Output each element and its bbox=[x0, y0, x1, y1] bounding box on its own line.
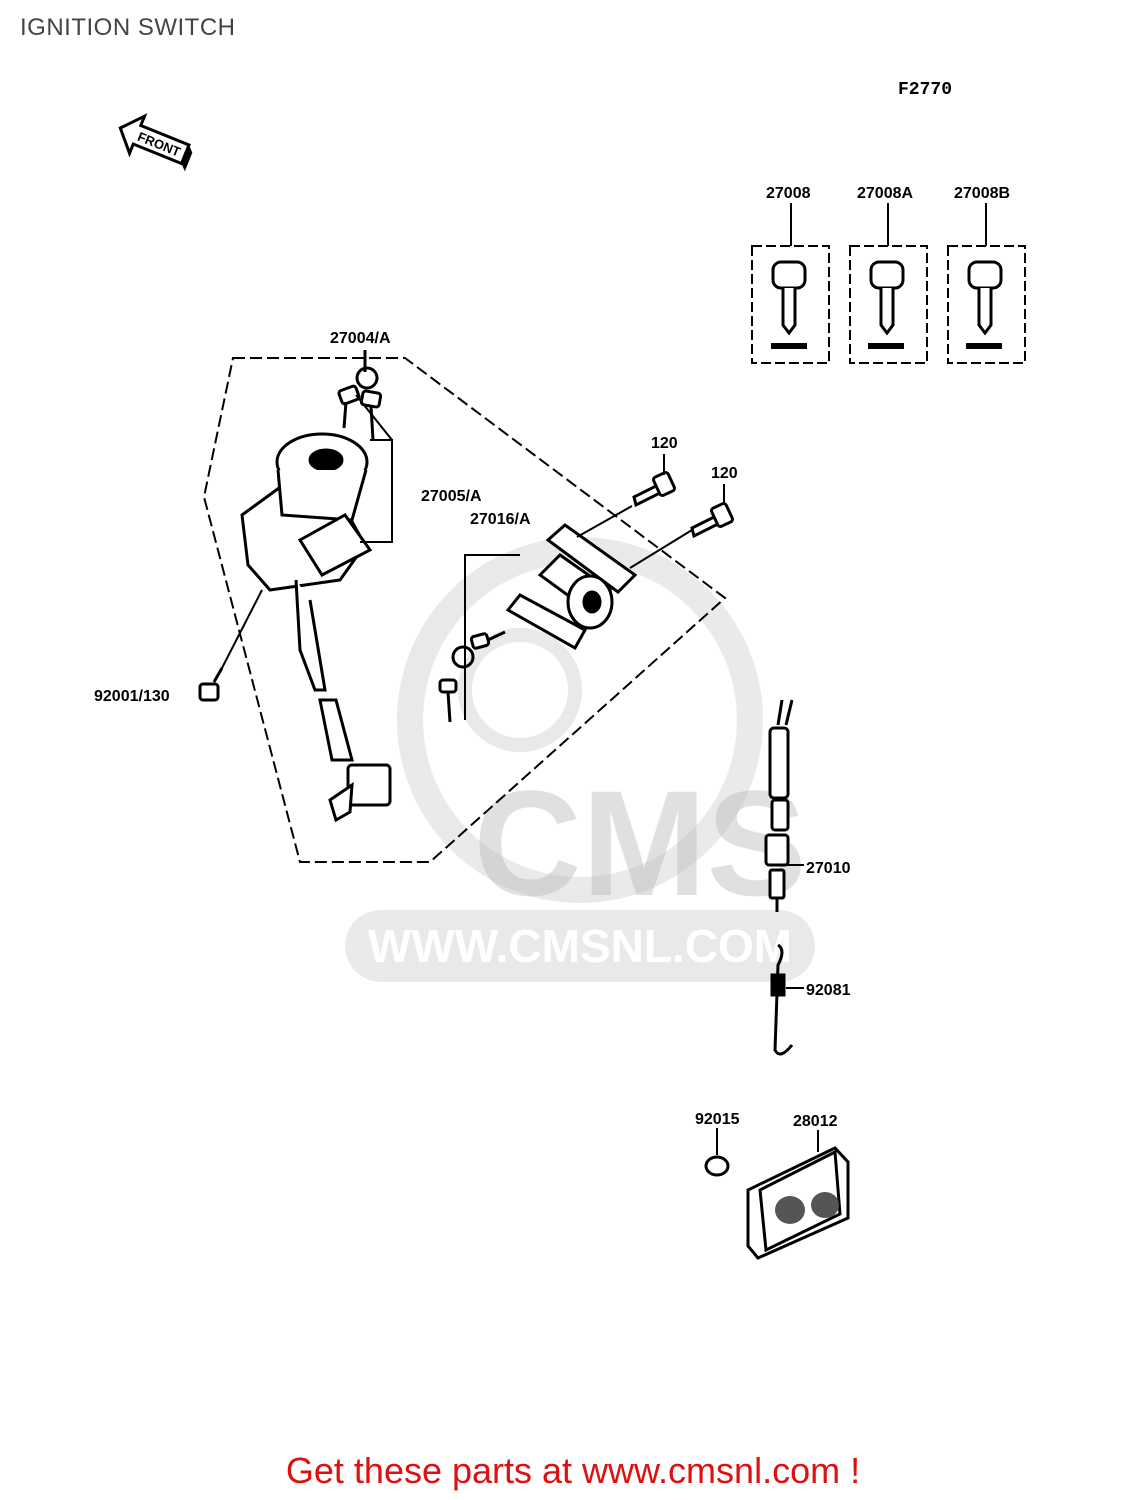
keys-27004a bbox=[337, 350, 383, 441]
part-label-92081: 92081 bbox=[806, 982, 851, 999]
screw-92001-130 bbox=[198, 589, 263, 702]
assembly-outline bbox=[202, 357, 727, 863]
part-label-92001-130: 92001/130 bbox=[94, 688, 170, 705]
switch-27010 bbox=[764, 699, 804, 912]
parts-diagram: CMS WWW.CMSNL.COM F2770 FRONT bbox=[94, 80, 1026, 1260]
page-title: IGNITION SWITCH bbox=[20, 14, 236, 41]
part-label-27005a: 27005/A bbox=[421, 488, 482, 505]
key-27008b bbox=[947, 203, 1026, 364]
part-label-27016a: 27016/A bbox=[470, 511, 531, 528]
spring-92081 bbox=[770, 943, 804, 1056]
part-label-120-lower: 120 bbox=[711, 465, 738, 482]
part-label-27004a: 27004/A bbox=[330, 330, 391, 347]
watermark-brand: CMS bbox=[473, 759, 806, 927]
part-label-27008b: 27008B bbox=[954, 185, 1010, 202]
bolt-120-lower bbox=[690, 484, 734, 539]
part-label-28012: 28012 bbox=[793, 1113, 838, 1130]
front-arrow-icon: FRONT bbox=[118, 113, 193, 172]
part-label-27008a: 27008A bbox=[857, 185, 913, 202]
part-label-27008: 27008 bbox=[766, 185, 811, 202]
reflector-28012 bbox=[746, 1130, 850, 1260]
footer-link[interactable]: Get these parts at www.cmsnl.com ! bbox=[285, 1450, 861, 1491]
part-label-120-upper: 120 bbox=[651, 435, 678, 452]
seat-lock-27016a bbox=[438, 505, 693, 723]
part-label-92015: 92015 bbox=[695, 1111, 740, 1128]
part-label-27010: 27010 bbox=[806, 860, 851, 877]
bolt-120-upper bbox=[632, 454, 676, 508]
figure-code: F2770 bbox=[898, 80, 952, 100]
key-27008 bbox=[751, 203, 830, 364]
watermark-url: WWW.CMSNL.COM bbox=[368, 920, 792, 972]
grommet-92015 bbox=[704, 1128, 730, 1177]
ignition-switch-27005a bbox=[240, 394, 393, 823]
key-27008a bbox=[849, 203, 928, 364]
